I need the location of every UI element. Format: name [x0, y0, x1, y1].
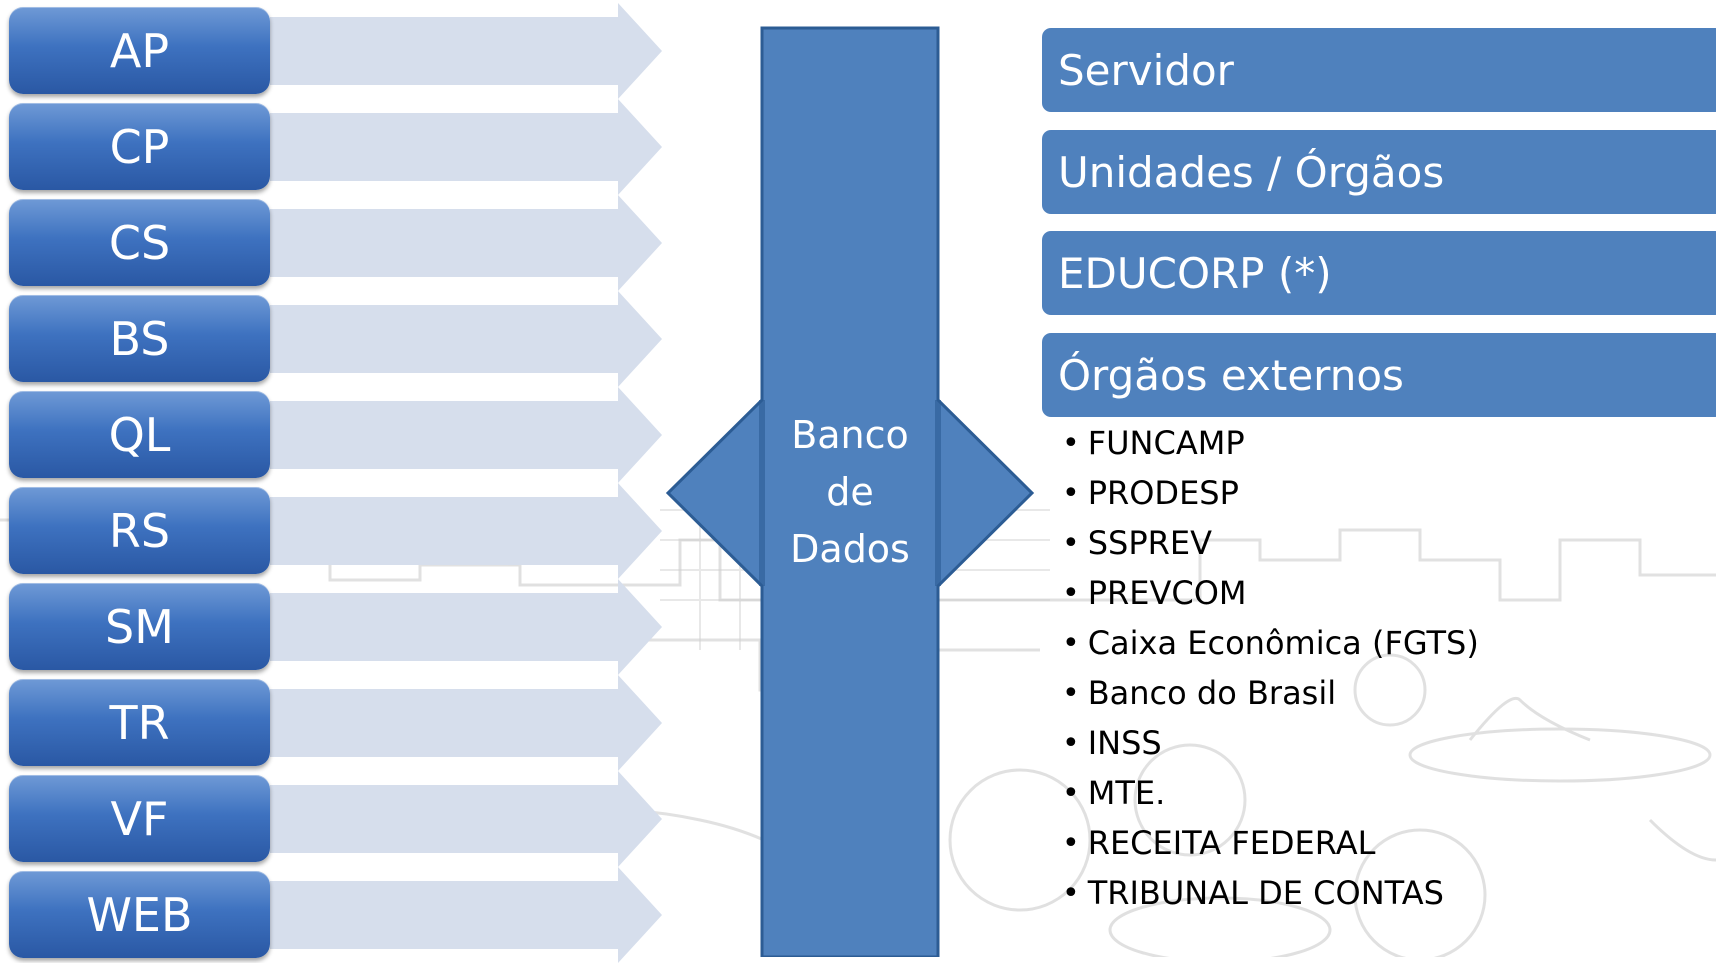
pond-sketch — [1108, 896, 1332, 957]
bullet-icon: • — [1062, 525, 1080, 561]
database-label-line2: de — [826, 470, 874, 514]
external-body-label: RECEITA FEDERAL — [1087, 824, 1376, 862]
module-arrow-vf — [270, 771, 662, 867]
external-bodies-list: •FUNCAMP•PRODESP•SSPREV•PREVCOM•Caixa Ec… — [1062, 418, 1479, 918]
tree-sketch — [1353, 653, 1427, 727]
path-sketch — [1648, 818, 1716, 862]
database-column — [665, 26, 1035, 957]
category-orgaos-externos[interactable]: Órgãos externos — [1042, 333, 1716, 417]
category-educorp[interactable]: EDUCORP (*) — [1042, 231, 1716, 315]
external-body-label: SSPREV — [1087, 524, 1212, 562]
module-button-web[interactable]: WEB — [9, 871, 270, 958]
plaza-sketch — [1408, 727, 1712, 783]
category-unidades-orgaos[interactable]: Unidades / Órgãos — [1042, 130, 1716, 214]
module-arrow-cp — [270, 99, 662, 195]
module-arrow-web — [270, 867, 662, 963]
bullet-icon: • — [1062, 825, 1080, 861]
module-arrow-sm — [270, 579, 662, 675]
module-button-cp[interactable]: CP — [9, 103, 270, 190]
module-button-vf[interactable]: VF — [9, 775, 270, 862]
external-body-item: •INSS — [1062, 718, 1479, 768]
module-button-rs[interactable]: RS — [9, 487, 270, 574]
external-body-label: TRIBUNAL DE CONTAS — [1087, 874, 1444, 912]
external-body-label: Banco do Brasil — [1087, 674, 1337, 712]
external-body-label: MTE. — [1087, 774, 1166, 812]
dome-sketch — [1468, 697, 1591, 742]
tree-sketch — [948, 768, 1092, 912]
external-body-label: INSS — [1087, 724, 1162, 762]
external-body-item: •RECEITA FEDERAL — [1062, 818, 1479, 868]
external-body-item: •SSPREV — [1062, 518, 1479, 568]
tree-sketch — [1353, 828, 1487, 957]
external-body-item: •TRIBUNAL DE CONTAS — [1062, 868, 1479, 918]
category-servidor[interactable]: Servidor — [1042, 28, 1716, 112]
bullet-icon: • — [1062, 625, 1080, 661]
bullet-icon: • — [1062, 475, 1080, 511]
database-label-line1: Banco — [791, 413, 909, 457]
external-body-item: •Caixa Econômica (FGTS) — [1062, 618, 1479, 668]
bullet-icon: • — [1062, 725, 1080, 761]
bullet-icon: • — [1062, 775, 1080, 811]
bullet-icon: • — [1062, 575, 1080, 611]
module-button-bs[interactable]: BS — [9, 295, 270, 382]
module-button-tr[interactable]: TR — [9, 679, 270, 766]
module-arrow-ql — [270, 387, 662, 483]
module-arrow-tr — [270, 675, 662, 771]
module-button-sm[interactable]: SM — [9, 583, 270, 670]
external-body-item: •FUNCAMP — [1062, 418, 1479, 468]
tree-sketch — [1133, 743, 1247, 857]
external-body-label: FUNCAMP — [1087, 424, 1245, 462]
external-body-label: Caixa Econômica (FGTS) — [1087, 624, 1479, 662]
external-body-item: •MTE. — [1062, 768, 1479, 818]
module-arrow-cs — [270, 195, 662, 291]
external-body-item: •PRODESP — [1062, 468, 1479, 518]
external-body-item: •Banco do Brasil — [1062, 668, 1479, 718]
bullet-icon: • — [1062, 425, 1080, 461]
module-button-ql[interactable]: QL — [9, 391, 270, 478]
module-button-ap[interactable]: AP — [9, 7, 270, 94]
module-arrow-bs — [270, 291, 662, 387]
external-body-label: PREVCOM — [1087, 574, 1247, 612]
external-body-label: PRODESP — [1087, 474, 1239, 512]
database-label-line3: Dados — [790, 527, 910, 571]
bullet-icon: • — [1062, 675, 1080, 711]
module-arrow-rs — [270, 483, 662, 579]
skyline-sketch — [0, 518, 1716, 602]
module-button-cs[interactable]: CS — [9, 199, 270, 286]
bullet-icon: • — [1062, 875, 1080, 911]
external-body-item: •PREVCOM — [1062, 568, 1479, 618]
module-arrow-ap — [270, 3, 662, 99]
